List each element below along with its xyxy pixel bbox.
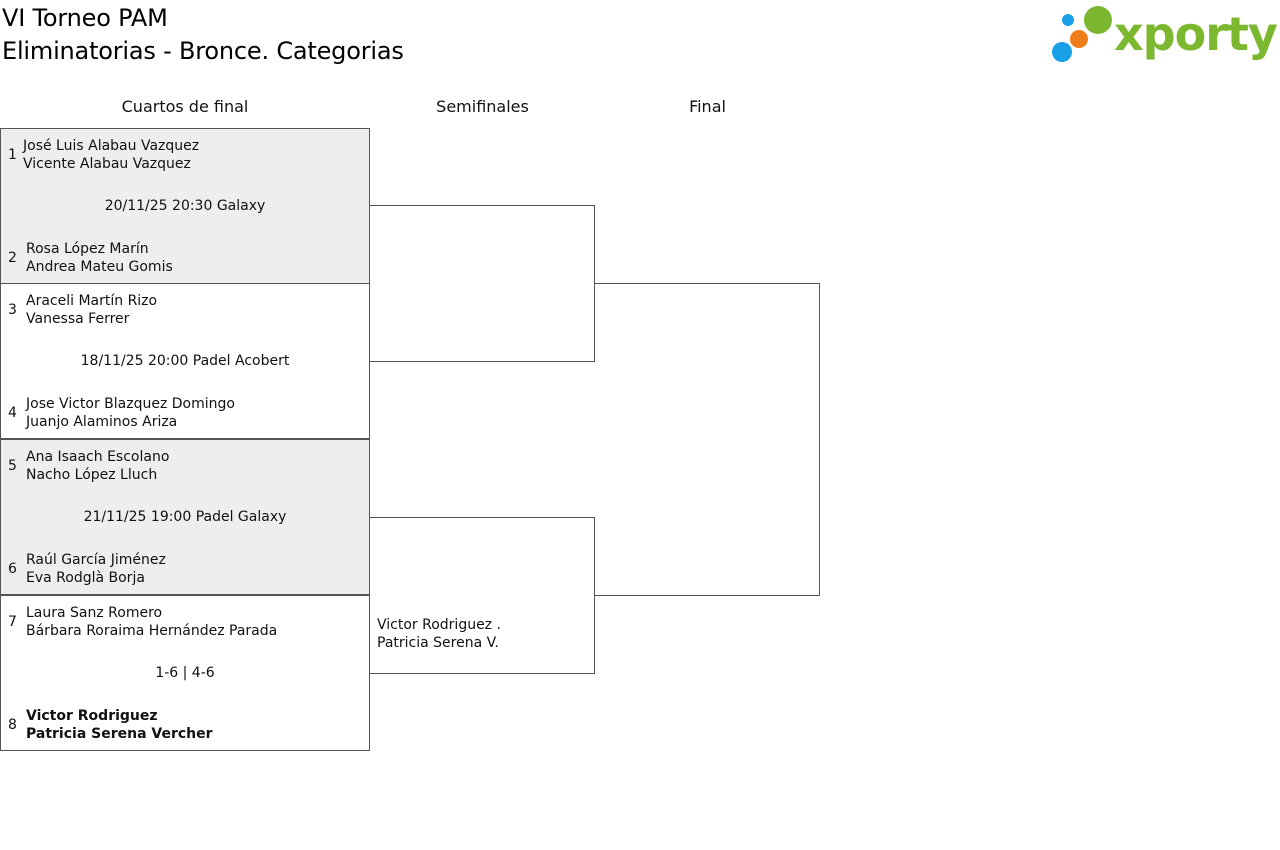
match-schedule: 21/11/25 19:00 Padel Galaxy <box>83 509 287 525</box>
page-subtitle: Eliminatorias - Bronce. Categorias <box>2 37 404 65</box>
round-heading-semifinals: Semifinales <box>436 97 529 116</box>
seed-number: 7 <box>8 614 17 630</box>
team-names: Araceli Martín Rizo Vanessa Ferrer <box>26 292 157 328</box>
player-name: José Luis Alabau Vazquez <box>23 138 200 154</box>
seed-number: 5 <box>8 458 17 474</box>
player-name: Vicente Alabau Vazquez <box>23 156 191 172</box>
player-name: Rosa López Marín <box>26 241 149 257</box>
quarterfinal-match-3[interactable]: 5 Ana Isaach Escolano Nacho López Lluch … <box>0 439 370 595</box>
team-names: Rosa López Marín Andrea Mateu Gomis <box>26 240 173 276</box>
semifinal-match-1[interactable] <box>369 205 595 362</box>
team-slot: 4 Jose Victor Blazquez Domingo Juanjo Al… <box>1 393 369 433</box>
quarterfinal-match-1[interactable]: 1 José Luis Alabau Vazquez Vicente Alaba… <box>0 128 370 284</box>
player-name: Patricia Serena V. <box>377 635 499 651</box>
seed-number: 4 <box>8 405 17 421</box>
player-name: Andrea Mateu Gomis <box>26 259 173 275</box>
winner-team-names: Victor Rodriguez Patricia Serena Vercher <box>26 707 213 743</box>
team-names: Raúl García Jiménez Eva Rodglà Borja <box>26 551 166 587</box>
seed-number: 6 <box>8 561 17 577</box>
player-name: Laura Sanz Romero <box>26 605 163 621</box>
player-name: Nacho López Lluch <box>26 467 158 483</box>
logo-dot-blue-small <box>1062 14 1074 26</box>
match-schedule: 20/11/25 20:30 Galaxy <box>104 198 266 214</box>
player-name: Vanessa Ferrer <box>26 311 130 327</box>
player-name: Araceli Martín Rizo <box>26 293 158 309</box>
team-slot: 5 Ana Isaach Escolano Nacho López Lluch <box>1 446 369 486</box>
player-name: Juanjo Alaminos Ariza <box>26 414 178 430</box>
team-names: Laura Sanz Romero Bárbara Roraima Hernán… <box>26 604 277 640</box>
team-slot: 6 Raúl García Jiménez Eva Rodglà Borja <box>1 549 369 589</box>
round-heading-quarterfinals: Cuartos de final <box>121 97 249 116</box>
match-schedule: 18/11/25 20:00 Padel Acobert <box>80 353 290 369</box>
logo-dot-blue <box>1052 42 1072 62</box>
team-slot-winner: 8 Victor Rodriguez Patricia Serena Verch… <box>1 705 369 745</box>
logo-dot-orange <box>1070 30 1088 48</box>
seed-number: 2 <box>8 250 17 266</box>
team-slot: 3 Araceli Martín Rizo Vanessa Ferrer <box>1 290 369 330</box>
semifinal-team-names: Victor Rodriguez . Patricia Serena V. <box>377 616 501 652</box>
match-score: 1-6 | 4-6 <box>155 665 215 681</box>
logo-dot-green <box>1084 6 1112 34</box>
player-name: Ana Isaach Escolano <box>26 449 170 465</box>
player-name: Patricia Serena Vercher <box>26 726 213 742</box>
final-match[interactable] <box>594 283 820 596</box>
seed-number: 1 <box>8 147 17 163</box>
seed-number: 8 <box>8 717 17 733</box>
player-name: Bárbara Roraima Hernández Parada <box>26 623 278 639</box>
xporty-logo: xporty <box>1050 4 1278 66</box>
team-names: Ana Isaach Escolano Nacho López Lluch <box>26 448 169 484</box>
player-name: Eva Rodglà Borja <box>26 570 145 586</box>
quarterfinal-match-2[interactable]: 3 Araceli Martín Rizo Vanessa Ferrer 18/… <box>0 283 370 439</box>
seed-number: 3 <box>8 302 17 318</box>
team-slot: 1 José Luis Alabau Vazquez Vicente Alaba… <box>1 135 369 175</box>
quarterfinal-match-4[interactable]: 7 Laura Sanz Romero Bárbara Roraima Hern… <box>0 595 370 751</box>
player-name: Victor Rodriguez <box>26 708 158 724</box>
page-title: VI Torneo PAM <box>2 4 168 32</box>
player-name: Jose Victor Blazquez Domingo <box>26 396 235 412</box>
round-heading-final: Final <box>689 97 726 116</box>
team-slot: 7 Laura Sanz Romero Bárbara Roraima Hern… <box>1 602 369 642</box>
team-names: Jose Victor Blazquez Domingo Juanjo Alam… <box>26 395 235 431</box>
team-names: José Luis Alabau Vazquez Vicente Alabau … <box>23 137 199 173</box>
logo-wordmark: xporty <box>1114 7 1278 61</box>
team-slot: 2 Rosa López Marín Andrea Mateu Gomis <box>1 238 369 278</box>
player-name: Raúl García Jiménez <box>26 552 166 568</box>
player-name: Victor Rodriguez . <box>377 617 501 633</box>
